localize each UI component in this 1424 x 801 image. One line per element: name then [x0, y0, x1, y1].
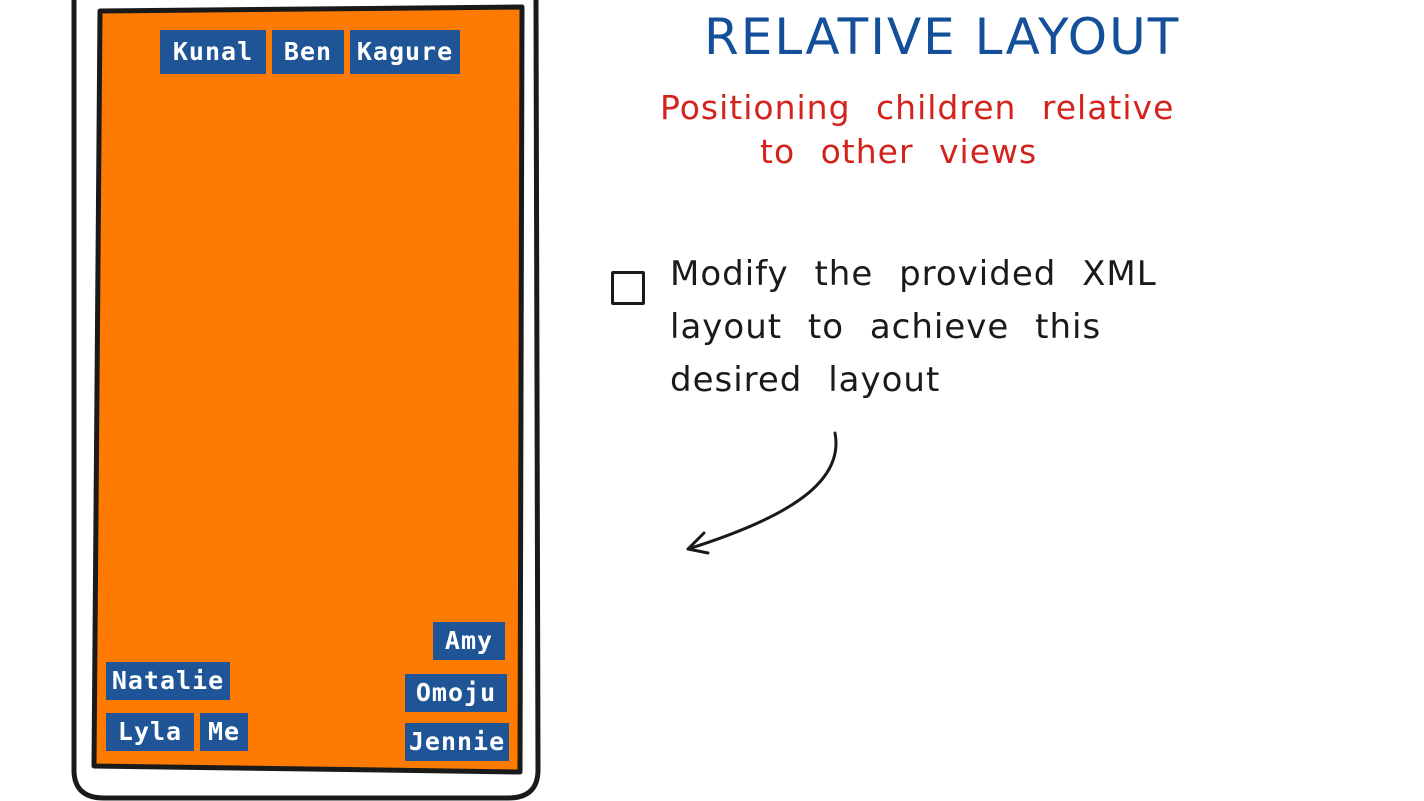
phone-illustration — [71, 0, 541, 801]
view-kunal: Kunal — [160, 30, 266, 74]
view-me: Me — [200, 713, 248, 751]
task-checkbox[interactable] — [611, 271, 645, 305]
view-ben: Ben — [272, 30, 344, 74]
view-omoju: Omoju — [405, 674, 507, 712]
view-jennie: Jennie — [405, 723, 509, 761]
page-title: RELATIVE LAYOUT — [704, 8, 1181, 66]
subtitle-line-1: Positioning children relative — [660, 88, 1175, 127]
view-lyla: Lyla — [106, 713, 194, 751]
view-amy: Amy — [433, 622, 505, 660]
view-natalie: Natalie — [106, 662, 230, 700]
arrow-icon — [686, 431, 838, 555]
task-text: Modify the provided XML layout to achiev… — [670, 254, 1157, 400]
subtitle-line-2: to other views — [760, 132, 1038, 171]
view-kagure: Kagure — [350, 30, 460, 74]
phone-screen — [91, 4, 525, 775]
